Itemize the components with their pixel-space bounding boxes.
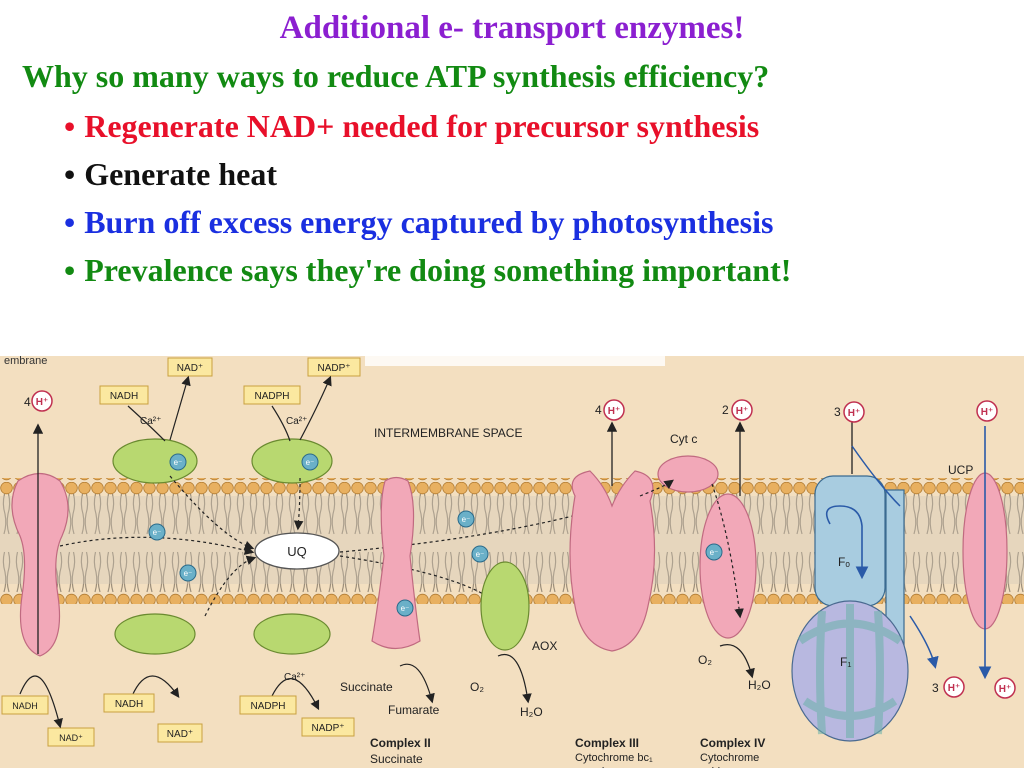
electron-label: e⁻ <box>153 528 162 537</box>
nadph-top: NADPH <box>254 391 289 402</box>
complex-ii-subtitle: Succinate <box>370 752 423 766</box>
membrane-label: embrane <box>4 356 47 367</box>
nad-plus-bottom: NAD⁺ <box>167 729 193 740</box>
electron-transport-diagram: embrane INTERMEMBRANE SPACE H⁺ 4 e⁻ Ca²⁺… <box>0 356 1024 768</box>
nadph-bottom: NADPH <box>250 701 285 712</box>
nadh-bottom-left: NADH <box>12 701 38 711</box>
complex-iv-title: Complex IV <box>700 736 765 750</box>
nadh-top: NADH <box>110 391 138 402</box>
electron-label: e⁻ <box>462 515 471 524</box>
bottom-cofactor-boxes: NADH NAD⁺ NADH NAD⁺ NADPH NADP⁺ <box>1 675 355 747</box>
nadp-plus-bottom: NADP⁺ <box>311 723 344 734</box>
uq-label: UQ <box>287 544 307 559</box>
complex-ii: e⁻ Succinate Fumarate Complex II Succina… <box>340 476 440 766</box>
bullet-text: Burn off excess energy captured by photo… <box>84 204 774 240</box>
external-nadph-dehydrogenase: e⁻ Ca²⁺ <box>251 416 333 484</box>
bullet-dot: • <box>64 204 76 240</box>
complex-iv: e⁻ H⁺ 2 O₂ H₂O Complex IV Cytochrome oxi… <box>698 399 771 768</box>
slide-text: Additional e- transport enzymes! Why so … <box>0 0 1024 350</box>
h2o-aox: H₂O <box>520 705 543 719</box>
bullet-regenerate-nad: •Regenerate NAD+ needed for precursor sy… <box>64 110 759 142</box>
internal-dehydrogenases: Ca²⁺ <box>114 613 331 711</box>
complex-iv-line2: oxidase <box>700 766 738 768</box>
complex-iii-title: Complex III <box>575 736 639 750</box>
cytochrome-c: Cyt c <box>639 432 719 497</box>
bullet-generate-heat: •Generate heat <box>64 158 277 190</box>
electron-label: e⁻ <box>184 569 193 578</box>
f1-label: F₁ <box>840 655 851 669</box>
ca-label-bottom: Ca²⁺ <box>284 672 305 683</box>
h-ion-label: H⁺ <box>948 683 961 694</box>
h2o-c4: H₂O <box>748 678 771 692</box>
h-ion-label: H⁺ <box>736 406 749 417</box>
fo-label: Fₒ <box>838 555 850 569</box>
nad-plus-top: NAD⁺ <box>177 363 203 374</box>
nadh-bottom: NADH <box>115 699 143 710</box>
h-ion-label: H⁺ <box>848 408 861 419</box>
electron-label: e⁻ <box>476 550 485 559</box>
h-ion-label: H⁺ <box>999 684 1012 695</box>
complex-iii-line1: Cytochrome bc₁ <box>575 752 653 764</box>
bullet-burn-energy: •Burn off excess energy captured by phot… <box>64 206 773 238</box>
alternative-oxidase: AOX O₂ H₂O <box>470 561 557 719</box>
o2-aox: O₂ <box>470 680 484 694</box>
bullet-text: Prevalence says they're doing something … <box>84 252 792 288</box>
h-count-bottom: 3 <box>932 681 939 695</box>
bullet-dot: • <box>64 108 76 144</box>
h-ion-label: H⁺ <box>608 406 621 417</box>
h-count-left: 4 <box>24 395 31 409</box>
nadp-plus-top: NADP⁺ <box>317 363 350 374</box>
intermembrane-space-label: INTERMEMBRANE SPACE <box>374 426 522 440</box>
bullet-dot: • <box>64 252 76 288</box>
complex-i: H⁺ 4 <box>11 390 69 657</box>
electron-label: e⁻ <box>306 458 315 467</box>
electron-label: e⁻ <box>401 604 410 613</box>
complex-iv-line1: Cytochrome <box>700 752 759 764</box>
bullet-text: Generate heat <box>84 156 278 192</box>
cyt-c-label: Cyt c <box>670 432 697 446</box>
complex-iii-line2: complex <box>575 766 616 768</box>
ucp-label: UCP <box>948 463 973 477</box>
atp-synthase: Fₒ F₁ H⁺ 3 H⁺ 3 <box>791 401 965 742</box>
slide-question: Why so many ways to reduce ATP synthesis… <box>22 58 770 94</box>
succinate-label: Succinate <box>340 680 393 694</box>
h-ion-label: H⁺ <box>981 407 994 418</box>
bullet-dot: • <box>64 156 76 192</box>
aox-label: AOX <box>532 639 557 653</box>
bullet-prevalence: •Prevalence says they're doing something… <box>64 254 791 286</box>
ca-label: Ca²⁺ <box>140 416 161 427</box>
fumarate-label: Fumarate <box>388 703 440 717</box>
nad-plus-bottom-left: NAD⁺ <box>59 733 83 743</box>
slide-title: Additional e- transport enzymes! <box>279 10 745 46</box>
h-count-c3: 4 <box>595 403 602 417</box>
complex-iii: H⁺ 4 Complex III Cytochrome bc₁ complex <box>569 399 656 768</box>
uncoupling-protein: UCP H⁺ H⁺ <box>948 400 1016 699</box>
ca-label: Ca²⁺ <box>286 416 307 427</box>
external-nadh-dehydrogenase: e⁻ Ca²⁺ <box>112 416 198 484</box>
h-count-c4: 2 <box>722 403 729 417</box>
h-ion-label: H⁺ <box>36 397 49 408</box>
h-count-atp: 3 <box>834 405 841 419</box>
complex-ii-title: Complex II <box>370 736 431 750</box>
top-cofactor-boxes: NAD⁺ NADH NADP⁺ NADPH <box>99 357 361 442</box>
electron-label: e⁻ <box>710 548 719 557</box>
o2-c4: O₂ <box>698 653 712 667</box>
electron-label: e⁻ <box>174 458 183 467</box>
bullet-text: Regenerate NAD+ needed for precursor syn… <box>84 108 760 144</box>
